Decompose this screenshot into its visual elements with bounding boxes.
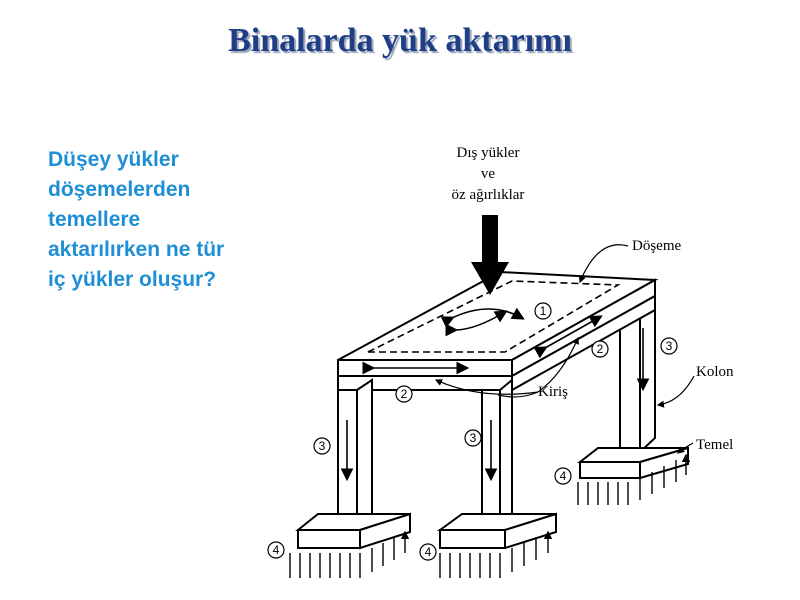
main-load-arrow (471, 215, 509, 295)
step-numbers: 1 2 2 3 3 3 4 4 4 (273, 304, 673, 559)
step-3-marker: 3 (470, 431, 477, 445)
beam-label: Kiriş (538, 384, 568, 400)
step-1-marker: 1 (540, 304, 547, 318)
footing-left (295, 512, 411, 550)
slab-label: Döşeme (632, 238, 681, 254)
step-3-marker: 3 (319, 439, 326, 453)
soil-reaction-arrows (289, 455, 686, 578)
step-4-marker: 4 (425, 545, 432, 559)
column-label: Kolon (696, 364, 734, 380)
footing-middle (436, 512, 557, 550)
beam-load-arrows (362, 315, 603, 375)
leader-lines (434, 244, 695, 454)
step-2-marker: 2 (597, 342, 604, 356)
step-markers (267, 302, 678, 561)
load-label-line: öz ağırlıklar (452, 187, 525, 203)
column-front-left (337, 378, 373, 532)
column-front-middle (481, 377, 513, 533)
question-line: aktarılırken ne tür (48, 238, 225, 261)
step-4-marker: 4 (273, 543, 280, 557)
column-load-arrows (340, 328, 650, 482)
foundation-label: Temel (696, 437, 733, 453)
footing-right (577, 446, 689, 480)
slab-load-arrows (440, 307, 525, 337)
load-label-line: ve (481, 166, 496, 182)
step-3-marker: 3 (666, 339, 673, 353)
question-line: Düşey yükler (48, 148, 179, 171)
step-4-marker: 4 (560, 469, 567, 483)
question-text: Düşey yükler döşemelerden temellere akta… (48, 145, 268, 295)
question-line: temellere (48, 208, 141, 231)
step-2-marker: 2 (401, 387, 408, 401)
question-line: döşemelerden (48, 178, 191, 201)
load-label-line: Dış yükler (457, 145, 520, 161)
slide-title: Binalarda yük aktarımı (228, 22, 572, 59)
question-line: iç yükler oluşur? (48, 268, 217, 291)
